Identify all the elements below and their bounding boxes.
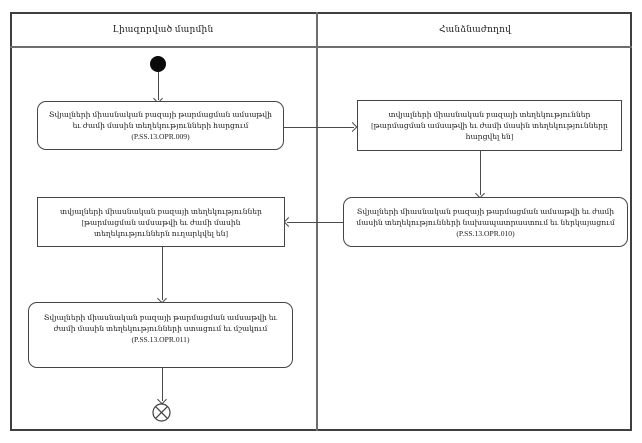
arrow-line: [162, 368, 163, 401]
arrow-line: [158, 72, 159, 100]
activity-start-node-icon: [150, 56, 166, 72]
action-code: (P.SS.13.OPR.009): [131, 132, 190, 141]
lane-header-commission: Հանձնաժողով: [439, 23, 511, 34]
action-node-opr-011: Տվյալների միասնական բազայի թարմացման ամս…: [28, 302, 293, 368]
arrowhead-left-icon: [283, 217, 294, 227]
action-label: Տվյալների միասնական բազայի թարմացման ամս…: [48, 110, 273, 130]
flow-arrow-action-010-to-object-sent: [283, 217, 343, 227]
arrowhead-right-icon: [347, 122, 358, 132]
object-label: տվյալների միասնական բազայի տեղեկությունն…: [371, 110, 608, 141]
flow-arrow-object-sent-to-action-011: [157, 247, 167, 304]
object-label: տվյալների միասնական բազայի տեղեկությունն…: [60, 206, 262, 238]
lane-header-authorized-body: Լիազորված մարմին: [112, 23, 214, 34]
action-node-opr-010: Տվյալների միասնական բազայի թարմացման ամս…: [343, 197, 628, 247]
lane-divider: [316, 12, 318, 431]
action-label: Տվյալների միասնական բազայի թարմացման ամս…: [43, 313, 278, 333]
arrow-line: [287, 222, 343, 223]
arrow-line: [284, 127, 354, 128]
flow-arrow-action-009-to-object-requested: [284, 122, 358, 132]
action-code: (P.SS.13.OPR.011): [131, 335, 190, 344]
lane-header-separator: [10, 46, 632, 48]
flow-arrow-action-011-to-final: [157, 368, 167, 405]
action-node-opr-009: Տվյալների միասնական բազայի թարմացման ամս…: [37, 101, 284, 150]
flow-arrow-object-requested-to-action-010: [475, 151, 485, 199]
flow-arrow-start-to-action-009: [153, 72, 163, 104]
object-node-info-requested: տվյալների միասնական բազայի տեղեկությունն…: [357, 100, 622, 151]
action-label: Տվյալների միասնական բազայի թարմացման ամս…: [356, 206, 615, 227]
flow-final-node-icon: [152, 403, 171, 422]
arrow-line: [162, 247, 163, 300]
action-code: (P.SS.13.OPR.010): [456, 228, 515, 238]
object-node-info-sent: տվյալների միասնական բազայի տեղեկությունն…: [37, 197, 285, 247]
flow-final-x-circle-icon: [152, 403, 171, 422]
arrow-line: [480, 151, 481, 195]
